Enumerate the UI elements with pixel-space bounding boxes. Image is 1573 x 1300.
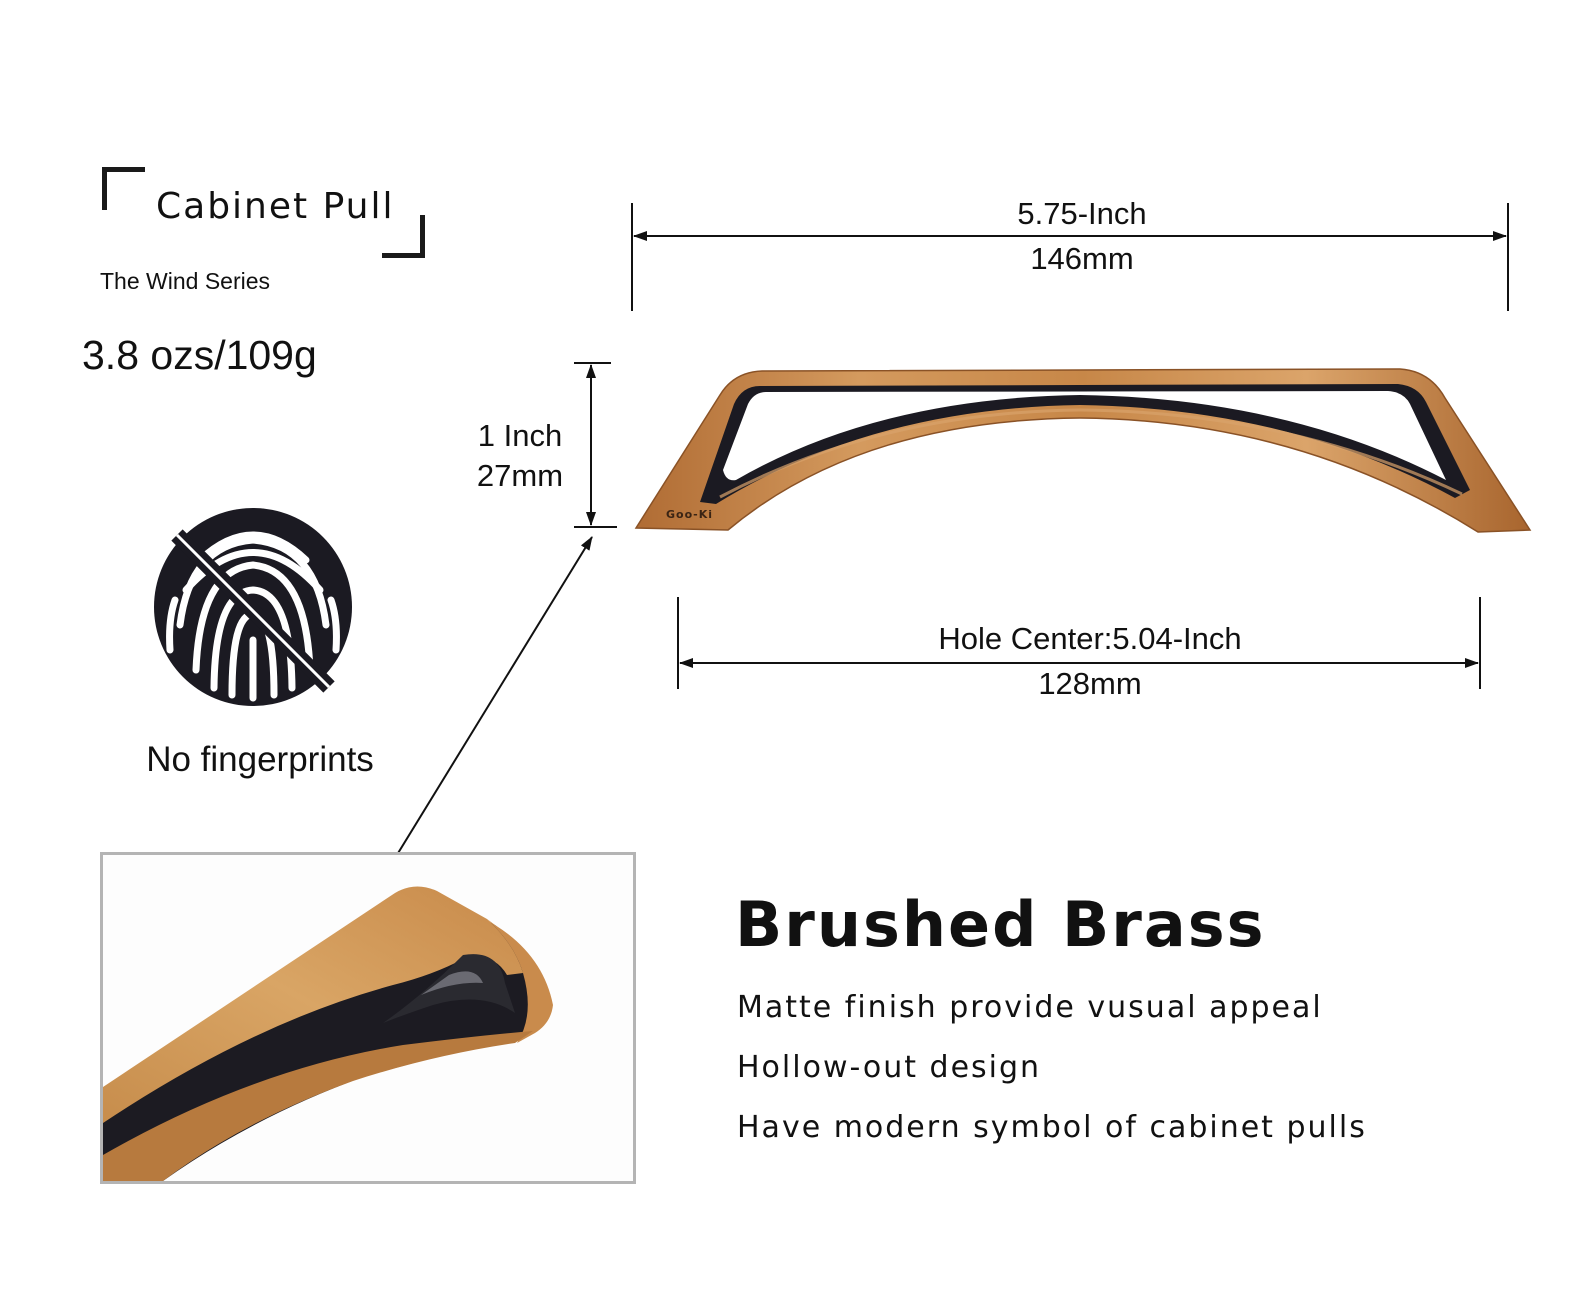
product-weight: 3.8 ozs/109g	[82, 332, 317, 378]
brand-logo-stamp: Goo-Ki	[666, 508, 714, 521]
hole-center-dimension	[677, 597, 1481, 689]
height-mm-label: 27mm	[476, 458, 564, 493]
length-inch-label: 5.75-Inch	[1017, 196, 1147, 231]
no-fingerprints-label: No fingerprints	[146, 740, 374, 779]
feature-hollow-out: Hollow-out design	[737, 1050, 1042, 1085]
product-title: Cabinet Pull	[156, 186, 395, 227]
height-dimension	[574, 362, 617, 528]
no-fingerprint-icon	[154, 508, 352, 706]
callout-leader-line	[383, 536, 593, 877]
detail-zoom-box	[100, 852, 636, 1184]
series-name: The Wind Series	[100, 268, 271, 294]
corner-bracket-bottom-right	[382, 215, 425, 258]
handle-closeup-image	[103, 886, 553, 1181]
feature-modern-symbol: Have modern symbol of cabinet pulls	[737, 1110, 1367, 1145]
hole-center-mm-label: 128mm	[1038, 666, 1142, 701]
feature-matte-finish: Matte finish provide vusual appeal	[737, 990, 1323, 1025]
cabinet-pull-handle	[634, 368, 1532, 533]
hole-center-inch-label: Hole Center:5.04-Inch	[938, 621, 1242, 656]
length-mm-label: 146mm	[1030, 241, 1134, 276]
corner-bracket-top-left	[102, 167, 145, 210]
length-dimension	[631, 203, 1509, 311]
height-inch-label: 1 Inch	[477, 418, 563, 453]
finish-title: Brushed Brass	[735, 888, 1266, 961]
